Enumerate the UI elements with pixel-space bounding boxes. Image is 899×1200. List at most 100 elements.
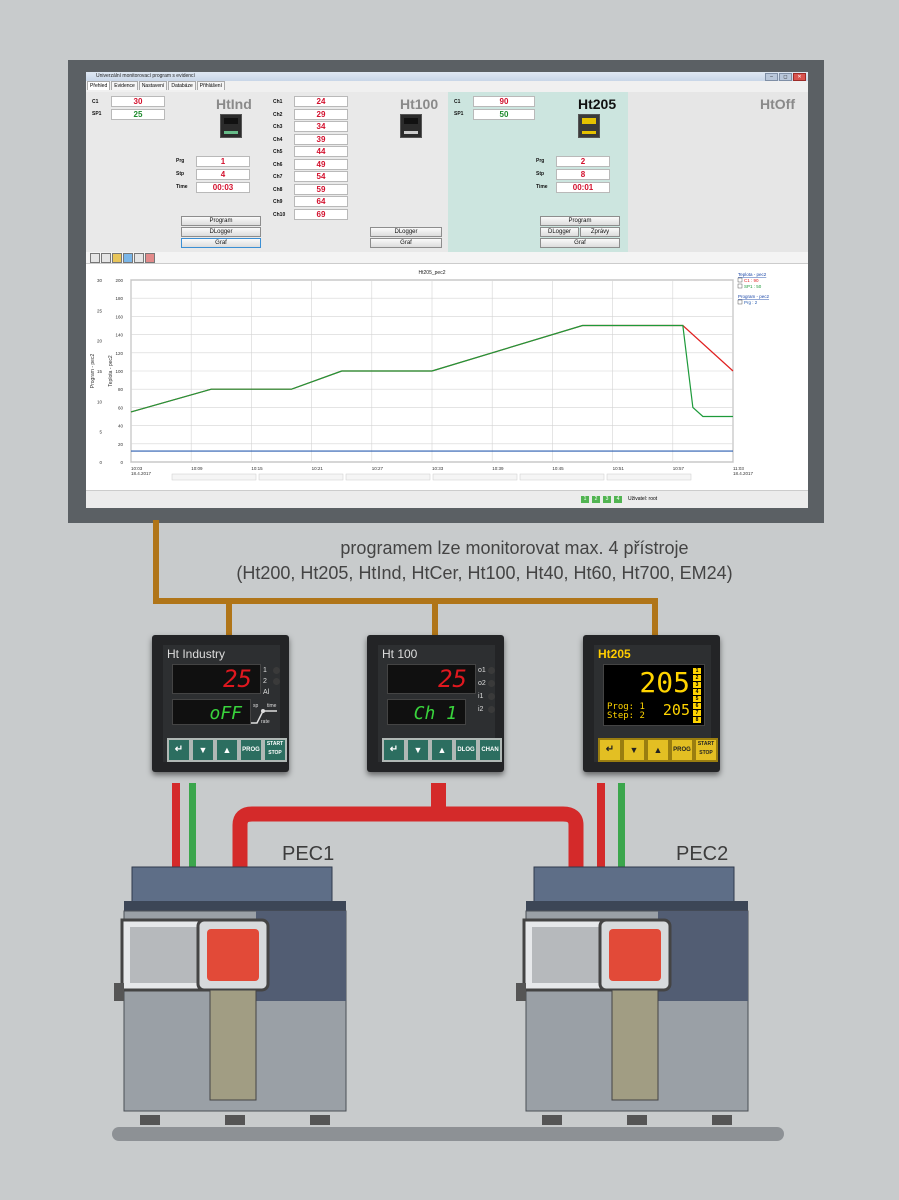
close-button[interactable]: ✕ [793, 73, 806, 81]
tab-nastaveni[interactable]: Nastavení [138, 81, 168, 90]
device-panel-htind[interactable]: C1 30 SP1 25 HtInd Prg 1 Stp 4 Time 00:0… [86, 92, 269, 252]
graph-toolbar [86, 252, 808, 264]
prog-key-button[interactable]: PROG [239, 738, 263, 762]
refresh-icon[interactable] [101, 253, 111, 263]
y-inner-tick-label: 40 [118, 424, 124, 429]
dlog-key-button[interactable]: DLOG [454, 738, 478, 762]
sp-label: sp [253, 703, 259, 709]
channel-value: 24 [294, 96, 348, 107]
y-inner-tick-label: 0 [120, 460, 123, 465]
timeline-segment [171, 473, 257, 481]
device-panel-ht205[interactable]: C1 90 SP1 50 Ht205 Prg 2 Stp 8 Time 00:0… [448, 92, 629, 252]
x-tick-label: 10:39 [492, 466, 504, 471]
y-left-tick-label: 10 [97, 399, 103, 404]
page-button-1[interactable]: 1 [581, 496, 589, 503]
stp-label: Stp [176, 171, 185, 177]
page-button-3[interactable]: 3 [603, 496, 611, 503]
time-label: Time [536, 184, 548, 190]
output-indicator-8: 8 [693, 717, 701, 723]
y-axis-label-inner: Teplota - pec2 [108, 355, 114, 387]
prg-value: 1 [196, 156, 250, 167]
device-name: HtOff [760, 96, 795, 112]
graf-button[interactable]: Graf [540, 238, 620, 248]
channel-label: Ch5 [273, 149, 283, 155]
channel-label: Ch3 [273, 124, 283, 130]
down-key-button[interactable]: ▼ [191, 738, 215, 762]
chan-key-button[interactable]: CHAN [478, 738, 502, 762]
led-o2-icon [488, 680, 495, 687]
tab-databaze[interactable]: Databáze [168, 81, 196, 90]
zpravy-button[interactable]: Zprávy [580, 227, 620, 237]
display-1: 25 [387, 664, 476, 694]
sp1-value: 50 [473, 109, 535, 120]
minimize-button[interactable]: – [765, 73, 778, 81]
chart-title: Ht205_pec2 [419, 270, 446, 276]
page-button-2[interactable]: 2 [592, 496, 600, 503]
device-panel-htoff[interactable]: HtOff [628, 92, 808, 252]
dlogger-button[interactable]: DLogger [540, 227, 579, 237]
bus-wire [432, 598, 438, 636]
y-inner-tick-label: 120 [115, 351, 123, 356]
y-left-tick-label: 5 [99, 430, 102, 435]
y-inner-tick-label: 60 [118, 405, 124, 410]
up-key-button[interactable]: ▲ [430, 738, 454, 762]
tab-prihlaseni[interactable]: Přihlášení [196, 81, 225, 90]
program-button[interactable]: Program [181, 216, 261, 226]
up-key-button[interactable]: ▲ [646, 738, 670, 762]
dlogger-button[interactable]: DLogger [181, 227, 261, 237]
page-button-4[interactable]: 4 [614, 496, 622, 503]
stp-value: 8 [556, 169, 610, 180]
bus-wire [652, 598, 658, 636]
device-name: Ht205 [578, 96, 617, 112]
instrument-htind: Ht Industry 25 oFF 1 2 Al sp time rate ↵… [152, 635, 289, 772]
down-key-button[interactable]: ▼ [622, 738, 646, 762]
tab-evidence[interactable]: Evidence [111, 81, 138, 90]
maximize-button[interactable]: ◻ [779, 73, 792, 81]
graf-button[interactable]: Graf [181, 238, 261, 248]
program-button[interactable]: Program [540, 216, 620, 226]
open-icon[interactable] [112, 253, 122, 263]
device-thumbnail-icon [400, 114, 422, 138]
caption-line2: (Ht200, Ht205, HtInd, HtCer, Ht100, Ht40… [236, 563, 733, 583]
channel-label: Ch7 [273, 174, 283, 180]
timeline-segment [345, 473, 431, 481]
y-inner-tick-label: 20 [118, 442, 124, 447]
start-stop-key-button[interactable]: START STOP [694, 738, 718, 762]
channel-label: Ch10 [273, 211, 286, 218]
legend-checkbox [737, 299, 743, 305]
start-stop-key-button[interactable]: START STOP [263, 738, 287, 762]
tab-prehled[interactable]: Přehled [87, 81, 111, 90]
output-indicator-5: 5 [693, 696, 701, 702]
x-tick-label: 10:45 [552, 466, 564, 471]
led-i2-label: i2 [478, 706, 484, 713]
print-icon[interactable] [134, 253, 144, 263]
enter-key-button[interactable]: ↵ [598, 738, 622, 762]
user-status: Uživatel: root [628, 496, 658, 502]
display-1-value: 25 [223, 665, 252, 693]
line-chart: Ht205_pec2020406080100120140160180200051… [90, 270, 770, 481]
sp1-label: SP1 [454, 111, 464, 117]
export-icon[interactable] [145, 253, 155, 263]
output-indicator-7: 7 [693, 710, 701, 716]
timeline-segment [432, 473, 518, 481]
up-key-button[interactable]: ▲ [215, 738, 239, 762]
zoom-icon[interactable] [90, 253, 100, 263]
x-tick-label: 10:33 [432, 466, 444, 471]
save-icon[interactable] [123, 253, 133, 263]
down-key-button[interactable]: ▼ [406, 738, 430, 762]
timeline-segment [258, 473, 344, 481]
channel-value: 34 [294, 121, 348, 132]
graf-button[interactable]: Graf [370, 238, 442, 248]
channel-label: Ch9 [273, 199, 283, 205]
output-indicator-6: 6 [693, 703, 701, 709]
prog-key-button[interactable]: PROG [670, 738, 694, 762]
output-indicator-1: 1 [693, 668, 701, 674]
enter-key-button[interactable]: ↵ [382, 738, 406, 762]
x-tick-label: 10:09 [191, 466, 203, 471]
enter-key-button[interactable]: ↵ [167, 738, 191, 762]
prg-value: 2 [556, 156, 610, 167]
dlogger-button[interactable]: DLogger [370, 227, 442, 237]
